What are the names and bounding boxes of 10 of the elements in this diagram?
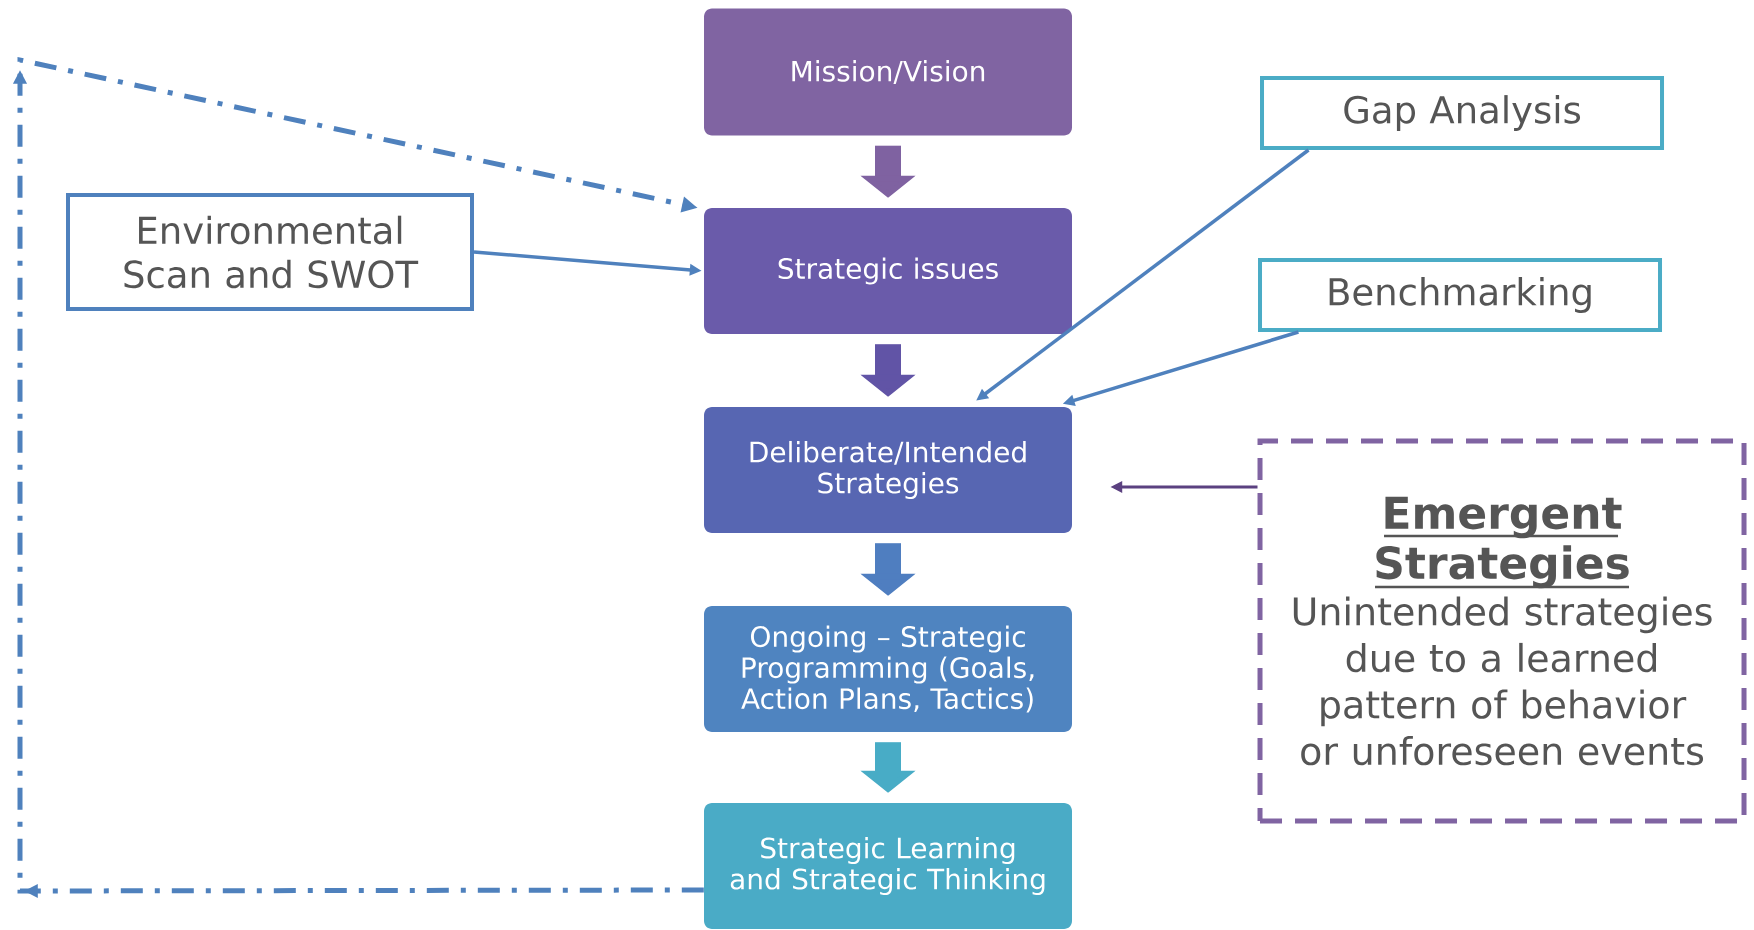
process-box: Mission/Vision	[704, 8, 1072, 136]
process-box: Strategic issues	[704, 208, 1072, 334]
process-box: Deliberate/Intended Strategies	[704, 407, 1072, 533]
input-box: Gap Analysis	[1260, 76, 1664, 150]
input-box: Environmental Scan and SWOT	[66, 193, 474, 311]
note-box: Emergent Strategies Unintended strategies due to a learned pattern of behavior or unforeseen events	[1257, 438, 1747, 824]
input-box: Benchmarking	[1258, 258, 1662, 332]
process-box: Strategic Learning and Strategic Thinking	[704, 803, 1072, 929]
process-box: Ongoing – Strategic Programming (Goals, Action Plans, Tactics)	[704, 606, 1072, 732]
arrow	[12, 56, 704, 899]
